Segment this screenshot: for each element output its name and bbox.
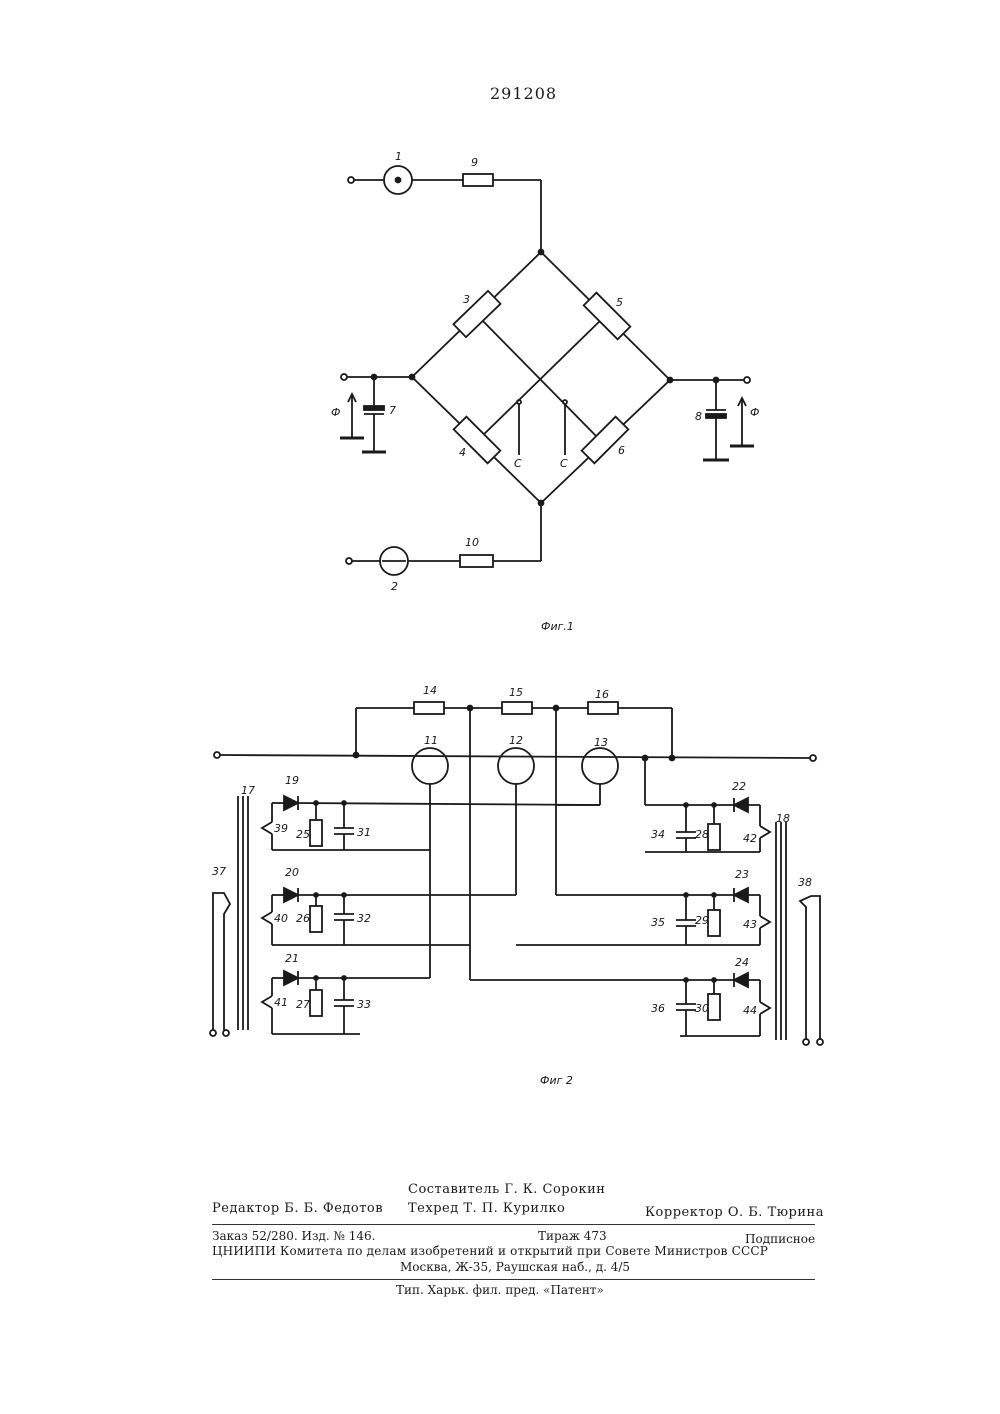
label-15: 15 [509,686,523,699]
label-2: 2 [391,580,398,593]
label-37: 37 [212,865,226,878]
label-28: 28 [695,828,709,841]
figure-2-caption: Фиг 2 [540,1074,573,1087]
label-42: 42 [743,832,757,845]
label-3: 3 [463,293,470,306]
figure-1-caption: Фиг.1 [541,620,574,633]
imprint-techred: Техред Т. П. Курилко [408,1201,565,1216]
label-14: 14 [423,684,437,697]
label-36: 36 [651,1002,665,1015]
label-23: 23 [735,868,749,881]
label-8: 8 [695,410,702,423]
phi-right-label: Ф [750,406,759,419]
label-4: 4 [459,446,466,459]
figure-labels: 1 2 3 4 5 6 7 8 9 10 Ф Ф C C 11 12 13 14… [212,150,812,1087]
imprint-compiler: Составитель Г. К. Сорокин [408,1182,605,1197]
label-30: 30 [695,1002,709,1015]
label-38: 38 [798,876,812,889]
label-13: 13 [594,736,608,749]
label-40: 40 [274,912,288,925]
label-44: 44 [743,1004,757,1017]
imprint-rule-bottom [212,1279,815,1280]
label-33: 33 [357,998,371,1011]
label-26: 26 [296,912,310,925]
label-12: 12 [509,734,523,747]
label-31: 31 [357,826,371,839]
label-19: 19 [285,774,299,787]
imprint-order: Заказ 52/280. Изд. № 146. [212,1229,375,1243]
imprint-rule-top [212,1224,815,1225]
label-39: 39 [274,822,288,835]
imprint-editor: Редактор Б. Б. Федотов [212,1201,383,1216]
imprint-institute: ЦНИИПИ Комитета по делам изобретений и о… [212,1244,768,1258]
imprint-address: Москва, Ж-35, Раушская наб., д. 4/5 [400,1260,630,1274]
label-20: 20 [285,866,299,879]
label-41: 41 [274,996,288,1009]
label-35: 35 [651,916,665,929]
imprint-corrector: Корректор О. Б. Тюрина [645,1205,824,1220]
label-16: 16 [595,688,609,701]
label-11: 11 [424,734,438,747]
label-6: 6 [618,444,625,457]
label-17: 17 [241,784,255,797]
label-1: 1 [395,150,402,163]
label-5: 5 [616,296,623,309]
label-9: 9 [471,156,478,169]
figure-2-circuit [210,702,823,1045]
label-32: 32 [357,912,371,925]
phi-left-label: Ф [331,406,340,419]
label-21: 21 [285,952,299,965]
c-left-label: C [514,457,522,470]
label-7: 7 [389,404,396,417]
imprint-printer: Тип. Харьк. фил. пред. «Патент» [396,1283,604,1297]
label-29: 29 [695,914,709,927]
c-right-label: C [560,457,568,470]
label-24: 24 [735,956,749,969]
label-34: 34 [651,828,665,841]
label-27: 27 [296,998,310,1011]
label-25: 25 [296,828,310,841]
label-22: 22 [732,780,746,793]
label-18: 18 [776,812,790,825]
label-10: 10 [465,536,479,549]
label-43: 43 [743,918,757,931]
imprint-circulation: Тираж 473 [538,1229,607,1243]
figure-1-circuit [340,166,754,575]
